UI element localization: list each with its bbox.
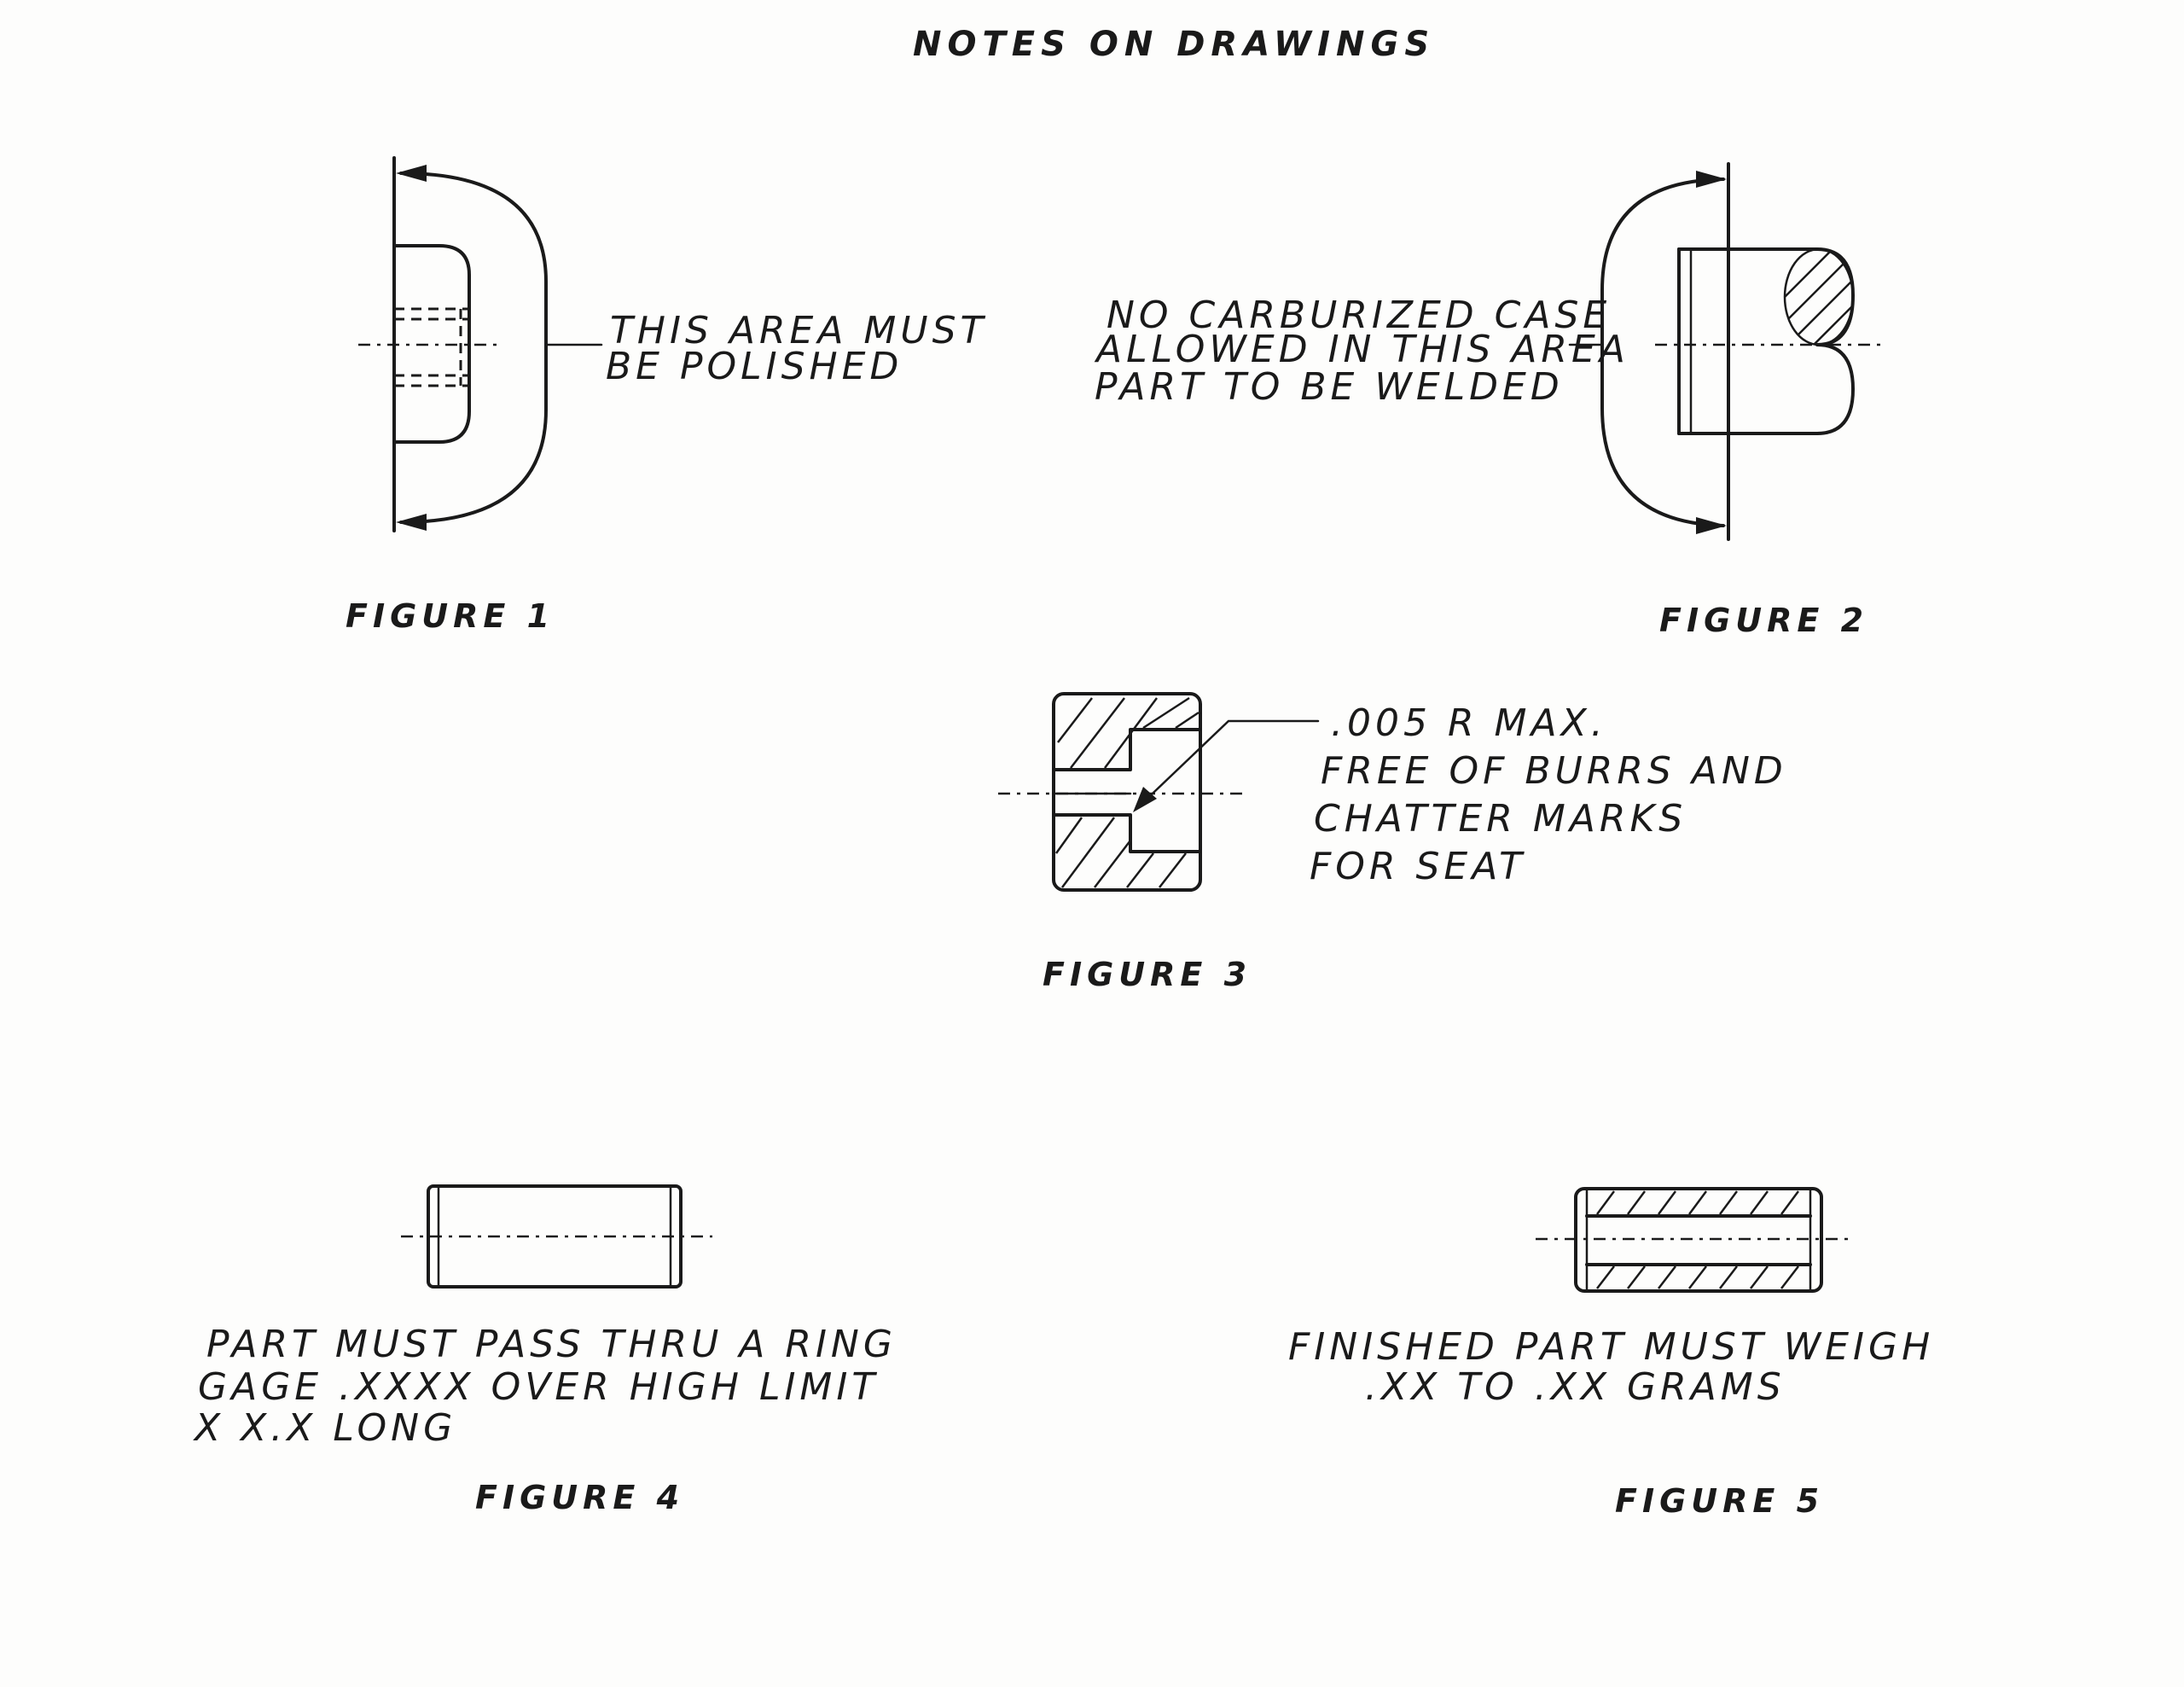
fig5-hatch-line xyxy=(1780,1190,1800,1215)
fig4-caption: FIGURE 4 xyxy=(475,1479,684,1516)
fig5-caption: FIGURE 5 xyxy=(1615,1482,1824,1520)
figure-2: NO CARBURIZED CASE ALLOWED IN THIS AREA … xyxy=(1094,162,1881,639)
fig1-part-outline xyxy=(392,244,471,444)
fig2-arrowhead xyxy=(1696,517,1727,534)
fig3-note-line-2: FREE OF BURRS AND xyxy=(1321,749,1787,793)
fig5-hatch-line xyxy=(1657,1190,1677,1215)
fig5-hatching-top xyxy=(1595,1190,1800,1215)
fig5-hatch-line xyxy=(1596,1265,1615,1289)
fig3-hatch-line xyxy=(1126,852,1154,888)
fig3-bore-lower xyxy=(1052,813,1202,853)
fig2-note-line-3: PART TO BE WELDED xyxy=(1095,365,1564,409)
fig3-hatching-bottom xyxy=(1054,817,1187,888)
fig2-note-line-2: ALLOWED IN THIS AREA xyxy=(1094,328,1629,371)
fig3-hatch-line xyxy=(1175,711,1199,730)
fig5-note-line-2: .XX TO .XX GRAMS xyxy=(1365,1365,1786,1409)
fig5-hatch-line xyxy=(1719,1265,1738,1289)
fig1-note-line-2: BE POLISHED xyxy=(606,345,903,388)
fig5-hatch-line xyxy=(1688,1265,1707,1289)
fig4-note-line-2: GAGE .XXXX OVER HIGH LIMIT xyxy=(198,1365,879,1409)
fig3-hatch-line xyxy=(1103,697,1159,769)
fig3-hatch-line xyxy=(1159,852,1187,888)
figure-4: PART MUST PASS THRU A RING GAGE .XXXX OV… xyxy=(193,1184,897,1516)
fig3-hatch-line xyxy=(1070,697,1125,769)
fig3-note-line-4: FOR SEAT xyxy=(1310,845,1526,888)
fig3-hatching-top xyxy=(1057,696,1199,769)
fig1-area-arc xyxy=(399,172,548,524)
fig2-break-outline xyxy=(1815,247,1855,435)
fig5-hatch-line xyxy=(1626,1190,1647,1215)
fig5-hatching-bottom xyxy=(1596,1265,1799,1289)
fig3-arrowhead xyxy=(1133,787,1157,812)
fig2-area-arc xyxy=(1600,177,1725,527)
fig1-arrowhead xyxy=(396,514,427,531)
fig5-hatch-line xyxy=(1687,1190,1708,1215)
fig2-hatch-line xyxy=(1791,289,1853,345)
figure-5: FINISHED PART MUST WEIGH .XX TO .XX GRAM… xyxy=(1288,1187,1934,1520)
fig1-caption: FIGURE 1 xyxy=(346,597,555,635)
fig2-note-line-1: NO CARBURIZED CASE xyxy=(1107,294,1611,337)
fig3-hatch-line xyxy=(1057,697,1093,743)
fig2-caption: FIGURE 2 xyxy=(1659,602,1868,639)
fig5-hatch-line xyxy=(1718,1190,1739,1215)
fig1-arrowhead xyxy=(396,165,427,182)
fig3-hatch-line xyxy=(1142,696,1190,730)
fig5-hatch-line xyxy=(1627,1265,1646,1289)
fig3-hatch-line xyxy=(1060,817,1116,888)
figure-3: .005 R MAX. FREE OF BURRS AND CHATTER MA… xyxy=(998,692,1787,993)
fig3-note-line-1: .005 R MAX. xyxy=(1331,701,1607,745)
fig5-hatch-line xyxy=(1595,1190,1616,1215)
fig5-hatch-line xyxy=(1658,1265,1676,1289)
fig3-leader-line xyxy=(1135,719,1320,811)
fig3-note-line-3: CHATTER MARKS xyxy=(1314,797,1687,841)
fig5-hatch-line xyxy=(1780,1265,1799,1289)
fig4-note-line-3: X X.X LONG xyxy=(193,1406,456,1450)
fig2-arrowhead xyxy=(1696,171,1727,188)
fig5-note-line-1: FINISHED PART MUST WEIGH xyxy=(1288,1325,1934,1369)
page-title: NOTES ON DRAWINGS xyxy=(913,25,1435,64)
fig3-hatch-line xyxy=(1054,817,1083,854)
fig5-hatch-line xyxy=(1749,1190,1769,1215)
fig3-part-outline xyxy=(1052,692,1202,892)
fig3-bore-upper xyxy=(1052,728,1202,771)
fig1-note-line-1: THIS AREA MUST xyxy=(610,309,987,352)
figure-1: THIS AREA MUST BE POLISHED FIGURE 1 xyxy=(346,156,987,635)
fig4-note-line-1: PART MUST PASS THRU A RING xyxy=(206,1323,897,1366)
fig3-caption: FIGURE 3 xyxy=(1043,956,1252,993)
fig5-hatch-line xyxy=(1750,1265,1769,1289)
fig3-hatch-line xyxy=(1094,840,1131,888)
